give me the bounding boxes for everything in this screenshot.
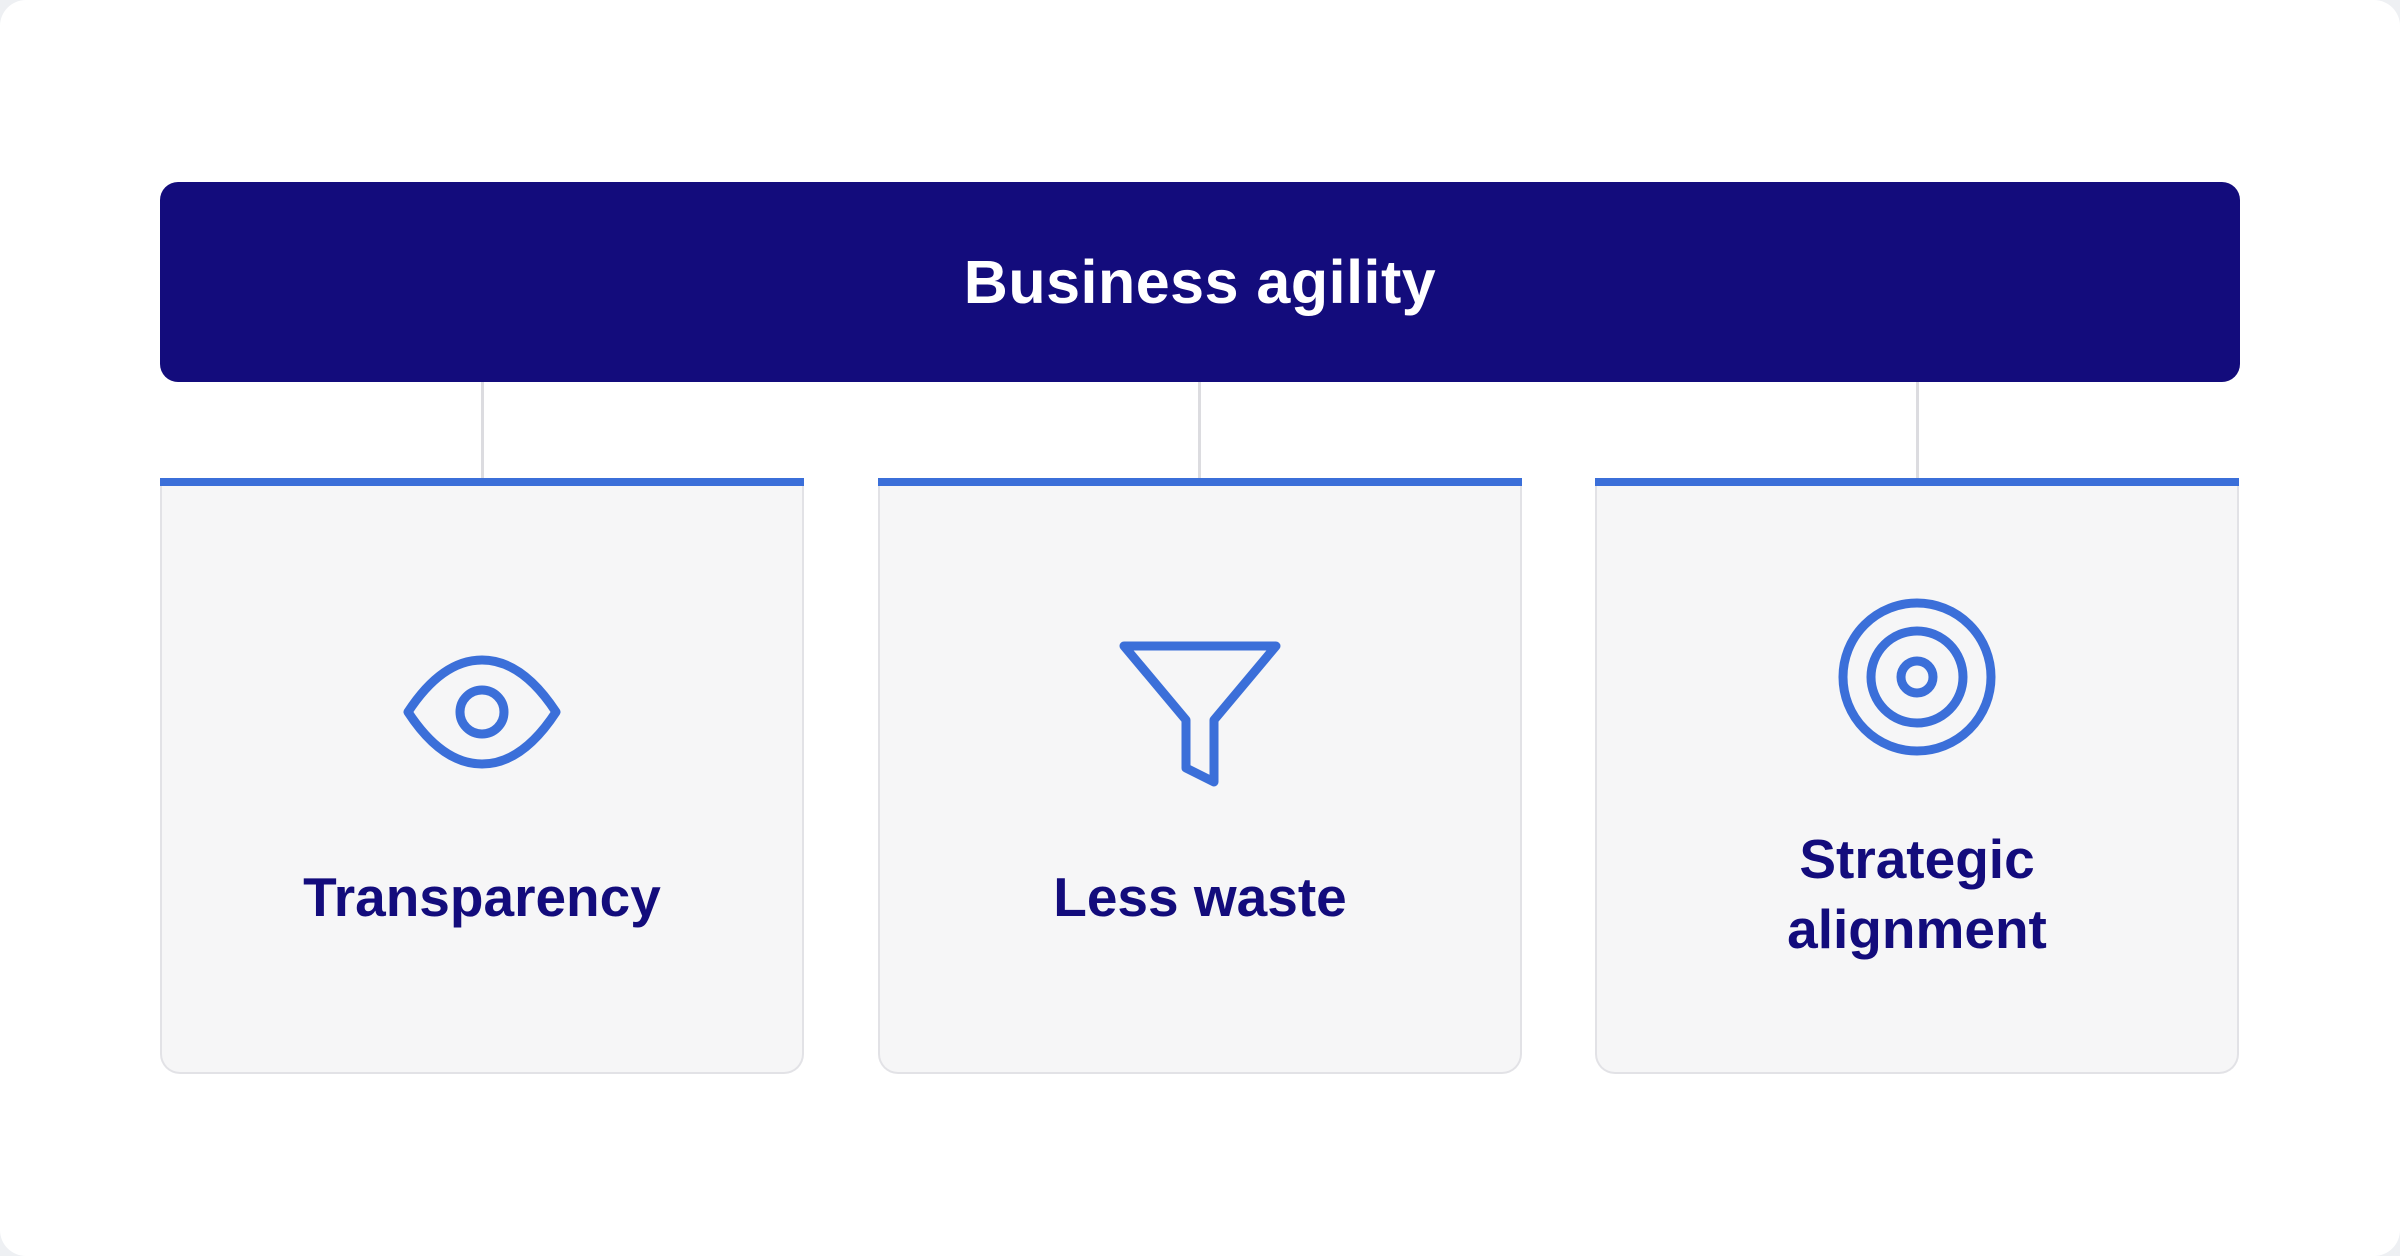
- connector-line-transparency: [481, 382, 484, 478]
- card-transparency: Transparency: [160, 478, 804, 1074]
- card-label: Transparency: [303, 866, 661, 928]
- funnel-icon: [1118, 640, 1282, 793]
- card-label: Strategic alignment: [1787, 828, 2047, 960]
- card-strategic-alignment: Strategic alignment: [1595, 478, 2239, 1074]
- card-accent-bar: [1595, 478, 2239, 486]
- diagram-title: Business agility: [963, 248, 1437, 316]
- card-accent-bar: [878, 478, 1522, 486]
- connector-line-less-waste: [1198, 382, 1201, 478]
- connector-line-strategic-alignment: [1916, 382, 1919, 478]
- card-accent-bar: [160, 478, 804, 486]
- card-less-waste: Less waste: [878, 478, 1522, 1074]
- eye-icon: [402, 654, 562, 775]
- target-icon: [1836, 596, 1998, 763]
- header-box: Business agility: [160, 182, 2240, 382]
- card-label: Less waste: [1053, 866, 1347, 928]
